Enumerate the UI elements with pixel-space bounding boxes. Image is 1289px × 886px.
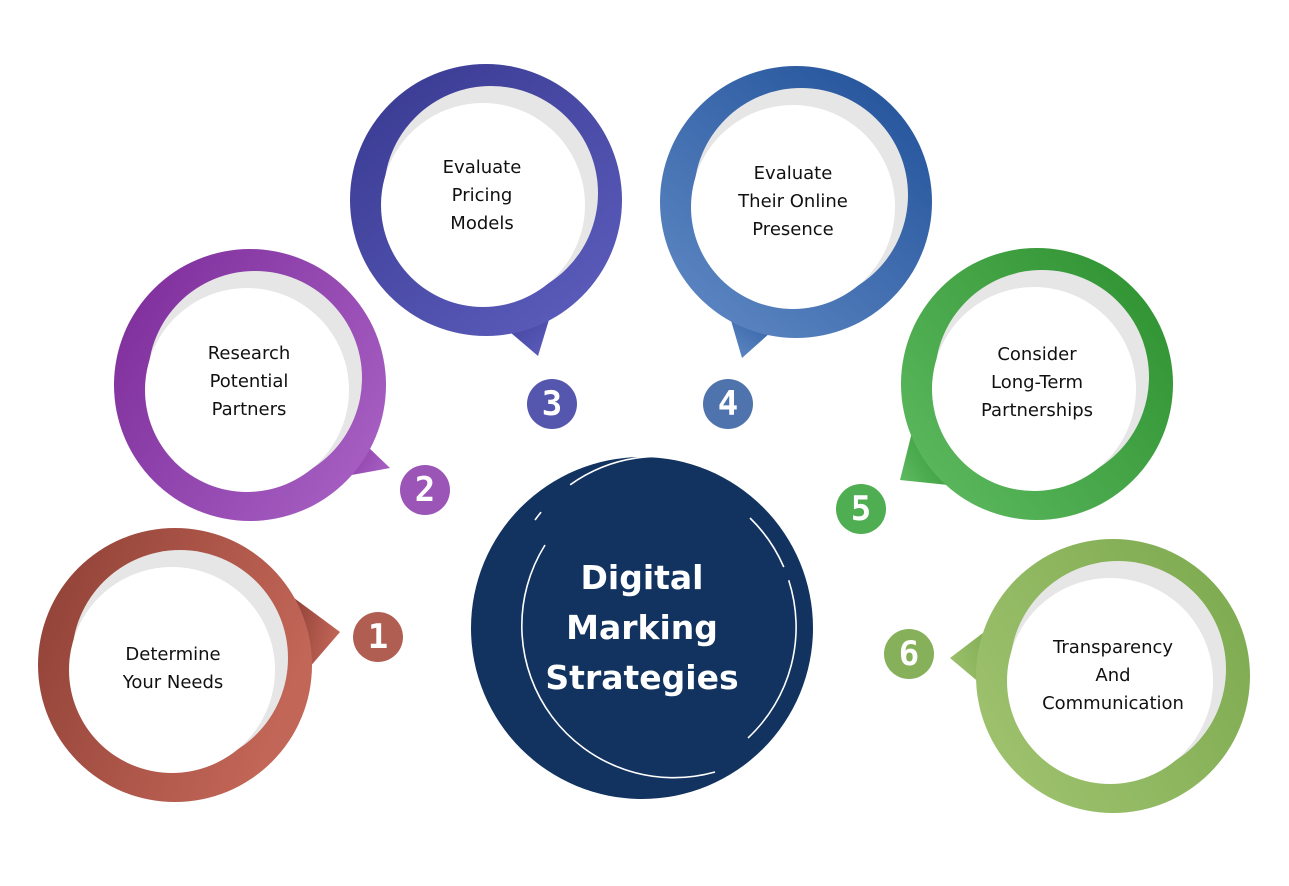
step-1-inner xyxy=(69,567,275,773)
center-hub xyxy=(471,455,813,799)
step-5-inner xyxy=(932,287,1136,491)
step-6-inner xyxy=(1007,578,1213,784)
step-6-bubble xyxy=(950,539,1250,813)
center-arc-right xyxy=(747,517,797,739)
step-3-inner xyxy=(381,103,585,307)
step-5-bubble xyxy=(900,248,1173,520)
center-title: Digital Marking Strategies xyxy=(545,558,739,697)
step-2-bubble xyxy=(114,249,390,521)
step-3-bubble xyxy=(350,64,622,356)
step-4-bubble xyxy=(660,66,932,358)
step-4-label: Evaluate Their Online Presence xyxy=(738,163,848,240)
step-2-inner xyxy=(145,288,349,492)
step-6-number-badge: 6 xyxy=(884,629,934,679)
step-1-label: Determine Your Needs xyxy=(122,644,224,693)
step-2-number-badge: 2 xyxy=(400,465,450,515)
center-arc-top xyxy=(534,455,741,521)
step-3-number-badge: 3 xyxy=(527,379,577,429)
center-circle xyxy=(471,457,813,799)
step-1-number-badge: 1 xyxy=(353,612,403,662)
step-2-label: Research Potential Partners xyxy=(207,343,291,420)
step-3-label: Evaluate Pricing Models xyxy=(442,157,522,234)
step-4-inner xyxy=(691,105,895,309)
step-6-label: Transparency And Communication xyxy=(1042,637,1184,714)
step-5-label: Consider Long-Term Partnerships xyxy=(980,344,1094,421)
step-5-number-badge: 5 xyxy=(836,484,886,534)
step-4-number-badge: 4 xyxy=(703,379,753,429)
step-1-bubble xyxy=(38,528,340,802)
center-arc-left xyxy=(521,544,716,779)
